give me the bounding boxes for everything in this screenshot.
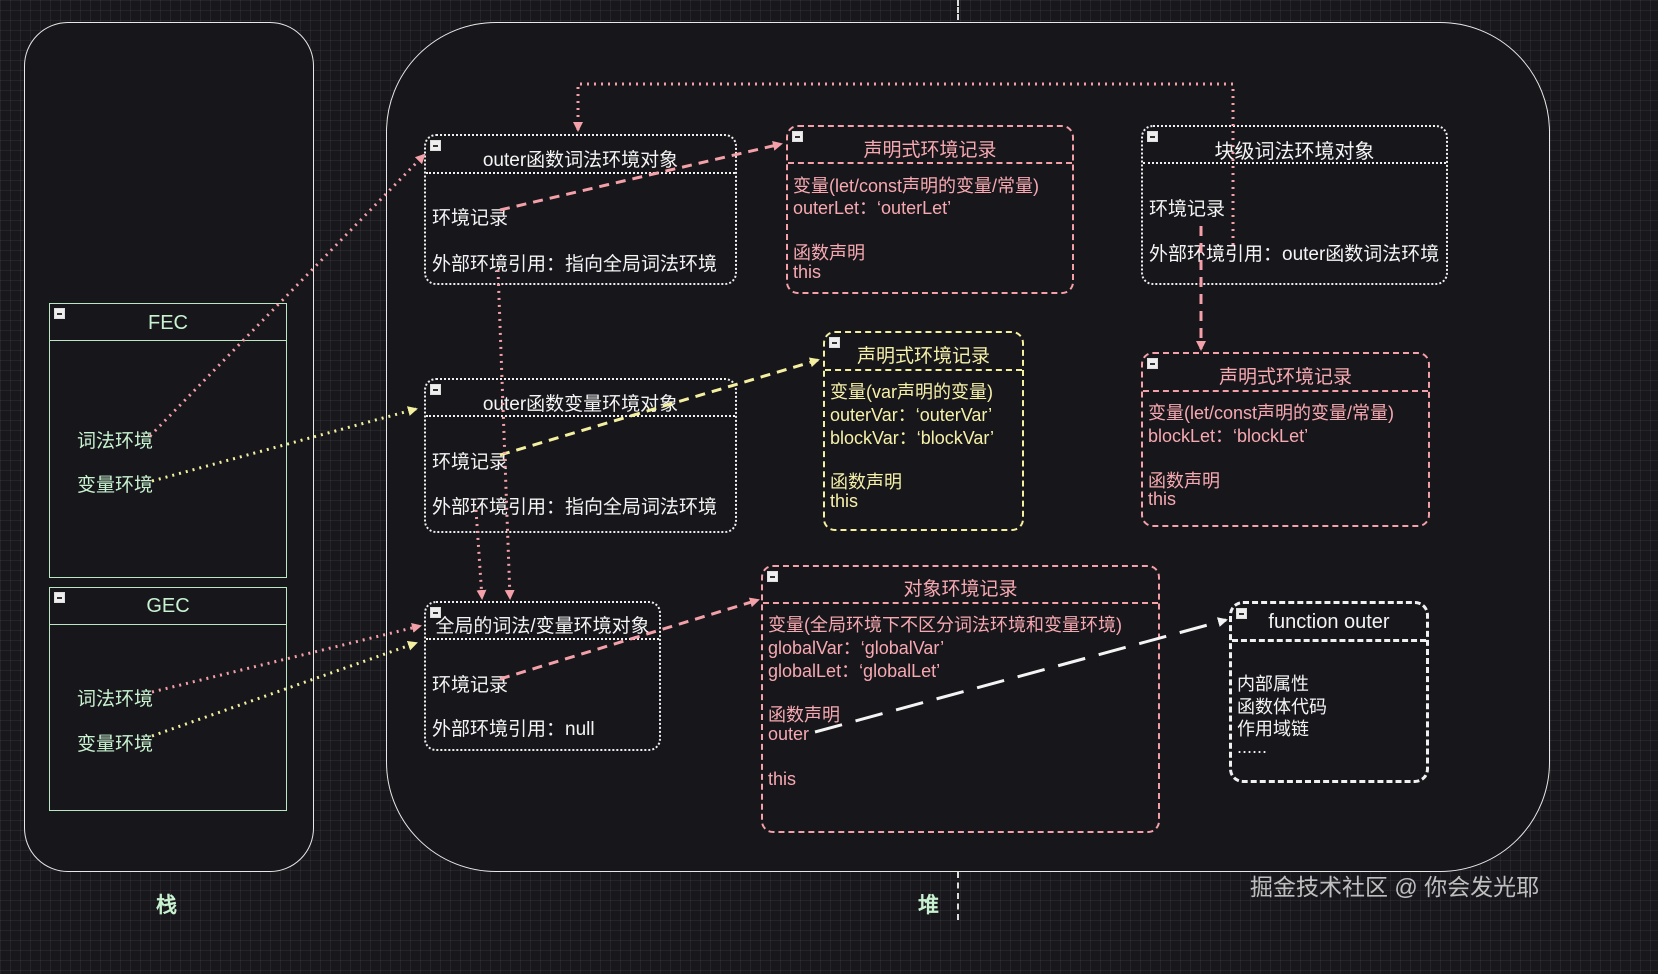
gec-variable: 变量环境 [77, 734, 154, 755]
collapse-icon[interactable] [430, 607, 441, 618]
stack-label: 栈 [156, 894, 177, 917]
outer-lexical-env-box[interactable]: outer函数词法环境对象 环境记录 外部环境引用：指向全局词法环境 [424, 134, 737, 285]
record-line: this [793, 262, 822, 282]
object-record[interactable]: 对象环境记录 变量(全局环境下不区分词法环境和变量环境) globalVar：‘… [761, 565, 1160, 833]
object-record-title: 对象环境记录 [903, 579, 1018, 600]
function-line: 函数体代码 [1237, 697, 1327, 717]
divider [50, 624, 286, 625]
outer-variable-env-ref: 外部环境引用：指向全局词法环境 [432, 497, 718, 518]
record-line: outer [768, 724, 810, 744]
record-line: blockVar：‘blockVar’ [830, 428, 995, 448]
outer-lexical-env-title: outer函数词法环境对象 [482, 150, 679, 171]
arrow-outer-variable-ref [474, 509, 487, 600]
arrow-block-outer-ref [573, 82, 1235, 245]
record-line: globalVar：‘globalVar’ [768, 638, 945, 658]
arrow-outer-variable-record [499, 357, 820, 457]
heap-divider-bottom [957, 872, 959, 920]
fec-box[interactable]: FEC 词法环境 变量环境 [49, 303, 287, 578]
decl-record-title: 声明式环境记录 [863, 140, 997, 161]
arrow-fec-lexical [148, 153, 426, 438]
record-line: 变量(let/const声明的变量/常量) [793, 176, 1040, 196]
function-line: ...... [1237, 737, 1268, 757]
fec-lexical: 词法环境 [77, 431, 154, 452]
decl-record-outer-variable[interactable]: 声明式环境记录 变量(var声明的变量) outerVar：‘outerVar’… [823, 331, 1024, 531]
watermark: 掘金技术社区 @ 你会发光耶 [1250, 874, 1540, 900]
collapse-icon[interactable] [767, 571, 778, 582]
outer-variable-env-title: outer函数变量环境对象 [482, 394, 679, 415]
collapse-icon[interactable] [1147, 131, 1158, 142]
record-line: outerVar：‘outerVar’ [830, 405, 993, 425]
divider [426, 415, 735, 417]
divider [825, 369, 1022, 371]
collapse-icon[interactable] [1236, 608, 1247, 619]
block-env-record: 环境记录 [1149, 199, 1226, 220]
arrow-gec-lexical [151, 623, 422, 694]
collapse-icon[interactable] [1147, 358, 1158, 369]
stack-region [24, 22, 314, 872]
gec-lexical: 词法环境 [77, 689, 154, 710]
record-line: 函数声明 [793, 243, 865, 263]
fec-variable: 变量环境 [77, 475, 154, 496]
outer-variable-env-record: 环境记录 [432, 452, 509, 473]
decl-record-title: 声明式环境记录 [1218, 367, 1352, 388]
outer-variable-env-box[interactable]: outer函数变量环境对象 环境记录 外部环境引用：指向全局词法环境 [424, 378, 737, 533]
record-line: this [1148, 489, 1177, 509]
divider [1232, 639, 1426, 642]
collapse-icon[interactable] [54, 592, 65, 603]
arrow-function-outer [814, 617, 1228, 734]
collapse-icon[interactable] [54, 308, 65, 319]
divider [788, 162, 1072, 164]
function-line: 内部属性 [1237, 674, 1309, 694]
collapse-icon[interactable] [829, 337, 840, 348]
arrow-fec-variable [151, 406, 418, 483]
gec-box[interactable]: GEC 词法环境 变量环境 [49, 587, 287, 811]
arrow-global-record [499, 597, 760, 681]
record-line: 变量(let/const声明的变量/常量) [1148, 403, 1395, 423]
collapse-icon[interactable] [430, 140, 441, 151]
divider [426, 638, 659, 640]
record-line: 函数声明 [1148, 471, 1220, 491]
heap-label: 堆 [918, 894, 939, 917]
record-line: outerLet：‘outerLet’ [793, 198, 952, 218]
decl-record-title: 声明式环境记录 [856, 346, 990, 367]
fec-title: FEC [148, 312, 188, 334]
arrow-outer-lexical-record [499, 140, 783, 212]
heap-divider-top [957, 0, 959, 20]
record-line: this [830, 491, 859, 511]
block-env-box[interactable]: 块级词法环境对象 环境记录 外部环境引用：outer函数词法环境 [1141, 125, 1448, 285]
decl-record-outer-lexical[interactable]: 声明式环境记录 变量(let/const声明的变量/常量) outerLet：‘… [786, 125, 1074, 294]
global-env-title: 全局的词法/变量环境对象 [435, 616, 650, 637]
record-line: 函数声明 [768, 705, 840, 725]
arrow-gec-variable [151, 640, 418, 738]
global-env-box[interactable]: 全局的词法/变量环境对象 环境记录 外部环境引用：null [424, 601, 661, 751]
gec-title: GEC [146, 595, 190, 617]
divider [1143, 390, 1428, 392]
block-env-ref: 外部环境引用：outer函数词法环境 [1149, 244, 1440, 265]
global-env-ref: 外部环境引用：null [432, 719, 595, 740]
record-line: blockLet：‘blockLet’ [1148, 426, 1309, 446]
function-line: 作用域链 [1237, 719, 1309, 739]
outer-lexical-env-record: 环境记录 [432, 208, 509, 229]
function-outer-title: function outer [1268, 611, 1390, 633]
divider [1143, 162, 1446, 164]
record-line: 函数声明 [830, 472, 902, 492]
collapse-icon[interactable] [430, 384, 441, 395]
arrow-outer-lexical-ref [496, 269, 515, 600]
global-env-record: 环境记录 [432, 675, 509, 696]
divider [426, 172, 735, 174]
divider [50, 340, 286, 341]
function-outer-box[interactable]: function outer 内部属性 函数体代码 作用域链 ...... [1229, 601, 1429, 783]
record-line: 变量(var声明的变量) [830, 382, 993, 402]
outer-lexical-env-ref: 外部环境引用：指向全局词法环境 [432, 254, 718, 275]
collapse-icon[interactable] [792, 131, 803, 142]
record-line: 变量(全局环境下不区分词法环境和变量环境) [768, 615, 1122, 635]
record-line: globalLet：‘globalLet’ [768, 661, 941, 681]
divider [763, 602, 1158, 604]
record-line: this [768, 769, 797, 789]
decl-record-block[interactable]: 声明式环境记录 变量(let/const声明的变量/常量) blockLet：‘… [1141, 352, 1430, 527]
block-env-title: 块级词法环境对象 [1214, 141, 1375, 163]
